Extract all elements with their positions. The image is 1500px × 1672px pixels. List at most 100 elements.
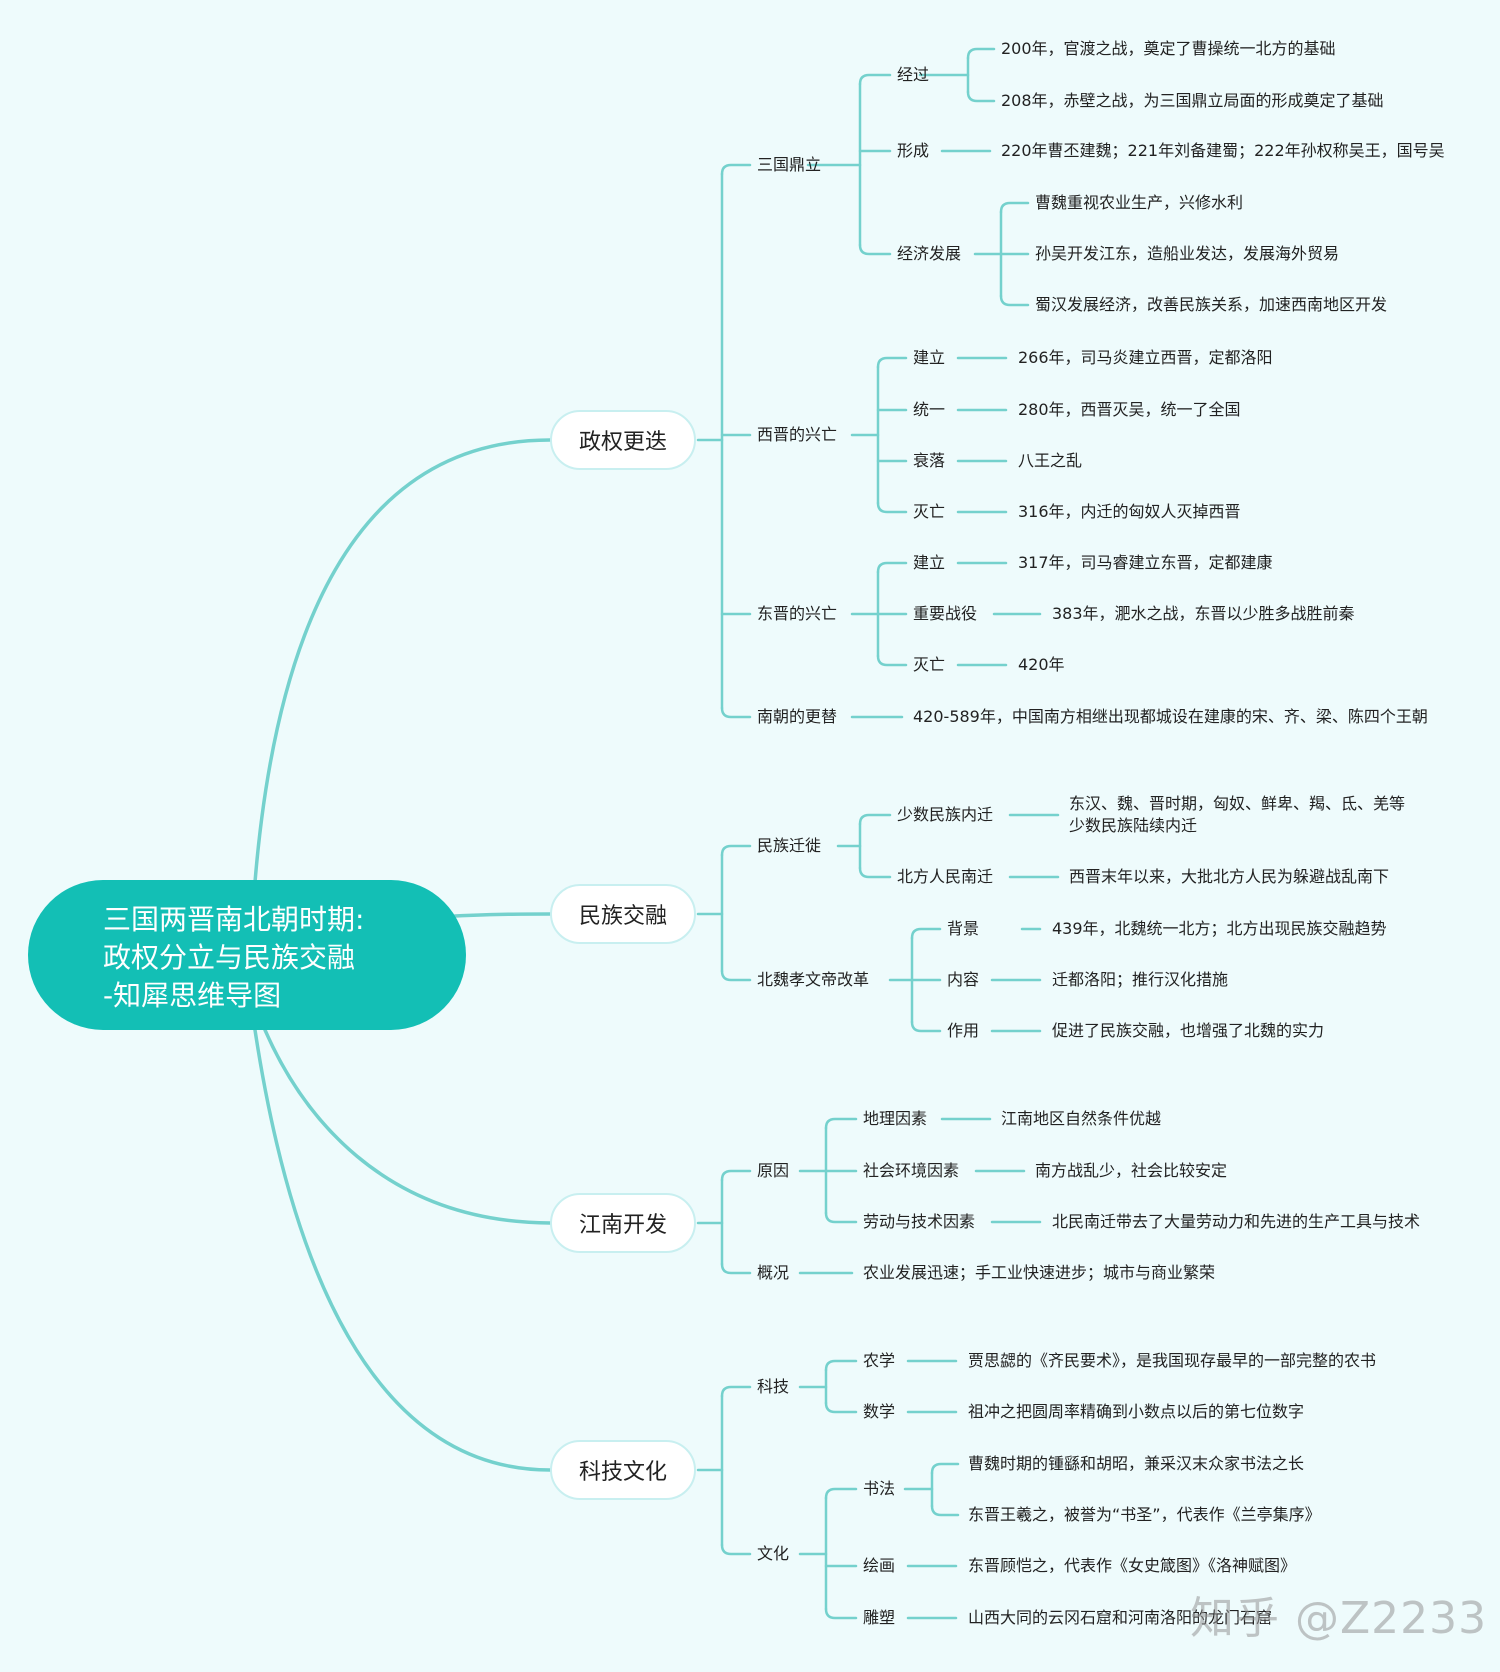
- leaf-shu-economy[interactable]: 蜀汉发展经济，改善民族关系，加速西南地区开发: [1035, 295, 1388, 314]
- leaf-reform-content[interactable]: 迁都洛阳；推行汉化措施: [1052, 970, 1229, 989]
- leaf-calligraphy-wang[interactable]: 东晋王羲之，被誉为“书圣”，代表作《兰亭集序》: [968, 1505, 1321, 1524]
- topic-western-jin[interactable]: 西晋的兴亡: [757, 425, 838, 444]
- topic-science[interactable]: 科技: [757, 1377, 790, 1396]
- topic-overview[interactable]: 概况: [757, 1263, 790, 1282]
- connector-56: [910, 927, 942, 940]
- topic-culture[interactable]: 文化: [757, 1544, 790, 1563]
- subtopic-wj-fall[interactable]: 灭亡: [913, 502, 946, 521]
- subtopic-mathematics[interactable]: 数学: [863, 1402, 896, 1421]
- subtopic-society[interactable]: 社会环境因素: [863, 1161, 960, 1180]
- connector-39: [876, 654, 908, 667]
- leaf-wei-economy[interactable]: 曹魏重视农业生产，兴修水利: [1035, 193, 1244, 212]
- connector-27: [876, 356, 908, 369]
- branch-science-culture[interactable]: 科技文化: [550, 1440, 696, 1500]
- topic-migration[interactable]: 民族迁徙: [757, 836, 822, 855]
- subtopic-reform-effect[interactable]: 作用: [947, 1021, 980, 1040]
- subtopic-wj-decline[interactable]: 衰落: [913, 451, 946, 470]
- connector-2: [263, 1028, 552, 1225]
- connector-14: [858, 243, 892, 256]
- subtopic-reform-content[interactable]: 内容: [947, 970, 980, 989]
- leaf-wu-economy[interactable]: 孙吴开发江东，造船业发达，发展海外贸易: [1035, 244, 1340, 263]
- connector-17: [966, 47, 996, 60]
- leaf-labor-tech[interactable]: 北民南迁带去了大量劳动力和先进的生产工具与技术: [1052, 1212, 1421, 1231]
- connector-51: [858, 866, 892, 879]
- connector-22: [999, 201, 1030, 214]
- connector-30: [876, 501, 908, 514]
- leaf-minority-inward[interactable]: 东汉、魏、晋时期，匈奴、鲜卑、羯、氐、羌等 少数民族陆续内迁: [1069, 793, 1405, 837]
- leaf-overview[interactable]: 农业发展迅速；手工业快速进步；城市与商业繁荣: [863, 1263, 1216, 1282]
- topic-causes[interactable]: 原因: [757, 1161, 790, 1180]
- branch-ethnic-fusion[interactable]: 民族交融: [550, 884, 696, 944]
- subtopic-ej-fall[interactable]: 灭亡: [913, 655, 946, 674]
- leaf-southern-dynasties[interactable]: 420-589年，中国南方相继出现都城设在建康的宋、齐、梁、陈四个王朝: [913, 707, 1428, 726]
- leaf-reform-effect[interactable]: 促进了民族交融，也增强了北魏的实力: [1052, 1021, 1325, 1040]
- zhihu-watermark: 知乎 @Z2233: [1190, 1593, 1488, 1644]
- connector-68: [824, 1117, 858, 1130]
- connector-77: [720, 1385, 752, 1398]
- root-title-line-2: 政权分立与民族交融: [103, 941, 356, 974]
- leaf-mathematics[interactable]: 祖冲之把圆周率精确到小数点以后的第七位数字: [968, 1402, 1305, 1421]
- leaf-ej-establish[interactable]: 317年，司马睿建立东晋，定都建康: [1018, 553, 1273, 572]
- leaf-society[interactable]: 南方战乱少，社会比较安定: [1035, 1161, 1228, 1180]
- root-topic[interactable]: 三国两晋南北朝时期: 政权分立与民族交融 -知犀思维导图: [28, 880, 466, 1030]
- leaf-geography[interactable]: 江南地区自然条件优越: [1001, 1109, 1162, 1128]
- leaf-minority-inward-line-1: 东汉、魏、晋时期，匈奴、鲜卑、羯、氐、羌等: [1069, 794, 1406, 813]
- subtopic-sculpture[interactable]: 雕塑: [863, 1608, 896, 1627]
- leaf-ej-fall[interactable]: 420年: [1018, 655, 1065, 674]
- leaf-painting[interactable]: 东晋顾恺之，代表作《女史箴图》《洛神赋图》: [968, 1556, 1297, 1575]
- connector-24: [999, 294, 1030, 307]
- subtopic-ej-establish[interactable]: 建立: [913, 553, 946, 572]
- topic-southern-dynasties[interactable]: 南朝的更替: [757, 707, 838, 726]
- leaf-ej-feishui[interactable]: 383年，淝水之战，东晋以少胜多战胜前秦: [1052, 604, 1355, 623]
- connector-87: [824, 1487, 858, 1500]
- leaf-calligraphy-zhong-hu[interactable]: 曹魏时期的锺繇和胡昭，兼采汉末众家书法之长: [968, 1454, 1305, 1473]
- connector-81: [824, 1359, 858, 1372]
- leaf-reform-background[interactable]: 439年，北魏统一北方；北方出现民族交融趋势: [1052, 919, 1387, 938]
- connector-89: [824, 1607, 858, 1620]
- leaf-agronomy[interactable]: 贾思勰的《齐民要术》，是我国现存最早的一部完整的农书: [968, 1351, 1377, 1370]
- connector-65: [720, 1262, 752, 1275]
- subtopic-wj-unify[interactable]: 统一: [913, 400, 946, 419]
- connector-3: [253, 1028, 552, 1472]
- topic-eastern-jin[interactable]: 东晋的兴亡: [757, 604, 838, 623]
- connector-82: [824, 1401, 858, 1414]
- root-title-line-1: 三国两晋南北朝时期:: [103, 903, 365, 936]
- topic-xiaowen-reform[interactable]: 北魏孝文帝改革: [757, 970, 870, 989]
- subtopic-minority-inward[interactable]: 少数民族内迁: [897, 805, 994, 824]
- topic-three-kingdoms[interactable]: 三国鼎立: [757, 155, 822, 174]
- connector-47: [720, 969, 752, 982]
- leaf-wj-unify[interactable]: 280年，西晋灭吴，统一了全国: [1018, 400, 1241, 419]
- subtopic-economy[interactable]: 经济发展: [897, 244, 962, 263]
- branch-political-change[interactable]: 政权更迭: [550, 410, 696, 470]
- subtopic-labor-tech[interactable]: 劳动与技术因素: [863, 1212, 976, 1231]
- subtopic-geography[interactable]: 地理因素: [863, 1109, 928, 1128]
- connector-1: [453, 912, 552, 918]
- subtopic-wj-establish[interactable]: 建立: [913, 348, 946, 367]
- leaf-chibi-battle[interactable]: 208年，赤壁之战，为三国鼎立局面的形成奠定了基础: [1001, 91, 1384, 110]
- subtopic-agronomy[interactable]: 农学: [863, 1351, 896, 1370]
- subtopic-ej-battle[interactable]: 重要战役: [913, 604, 978, 623]
- connector-12: [858, 73, 892, 86]
- connector-6: [720, 163, 752, 176]
- subtopic-formation[interactable]: 形成: [897, 141, 930, 160]
- subtopic-process[interactable]: 经过: [897, 65, 930, 84]
- leaf-wj-establish[interactable]: 266年，司马炎建立西晋，定都洛阳: [1018, 348, 1273, 367]
- leaf-north-south[interactable]: 西晋末年以来，大批北方人民为躲避战乱南下: [1069, 867, 1390, 886]
- connector-78: [720, 1543, 752, 1556]
- connector-46: [720, 844, 752, 857]
- subtopic-reform-background[interactable]: 背景: [947, 919, 980, 938]
- branch-jiangnan-development[interactable]: 江南开发: [550, 1193, 696, 1253]
- subtopic-painting[interactable]: 绘画: [863, 1556, 896, 1575]
- root-title-line-3: -知犀思维导图: [103, 979, 282, 1012]
- leaf-three-states-founded[interactable]: 220年曹丕建魏；221年刘备建蜀；222年孙权称吴王，国号吴: [1001, 141, 1445, 160]
- connector-0: [253, 438, 552, 884]
- subtopic-calligraphy[interactable]: 书法: [863, 1479, 896, 1498]
- subtopic-north-south[interactable]: 北方人民南迁: [897, 867, 994, 886]
- connector-18: [966, 90, 996, 103]
- leaf-guandu-battle[interactable]: 200年，官渡之战，奠定了曹操统一北方的基础: [1001, 39, 1336, 58]
- leaf-sculpture[interactable]: 山西大同的云冈石窟和河南洛阳的龙门石窟: [968, 1608, 1273, 1627]
- connector-64: [720, 1169, 752, 1182]
- leaf-wj-decline[interactable]: 八王之乱: [1018, 451, 1083, 470]
- leaf-wj-fall[interactable]: 316年，内迁的匈奴人灭掉西晋: [1018, 502, 1241, 521]
